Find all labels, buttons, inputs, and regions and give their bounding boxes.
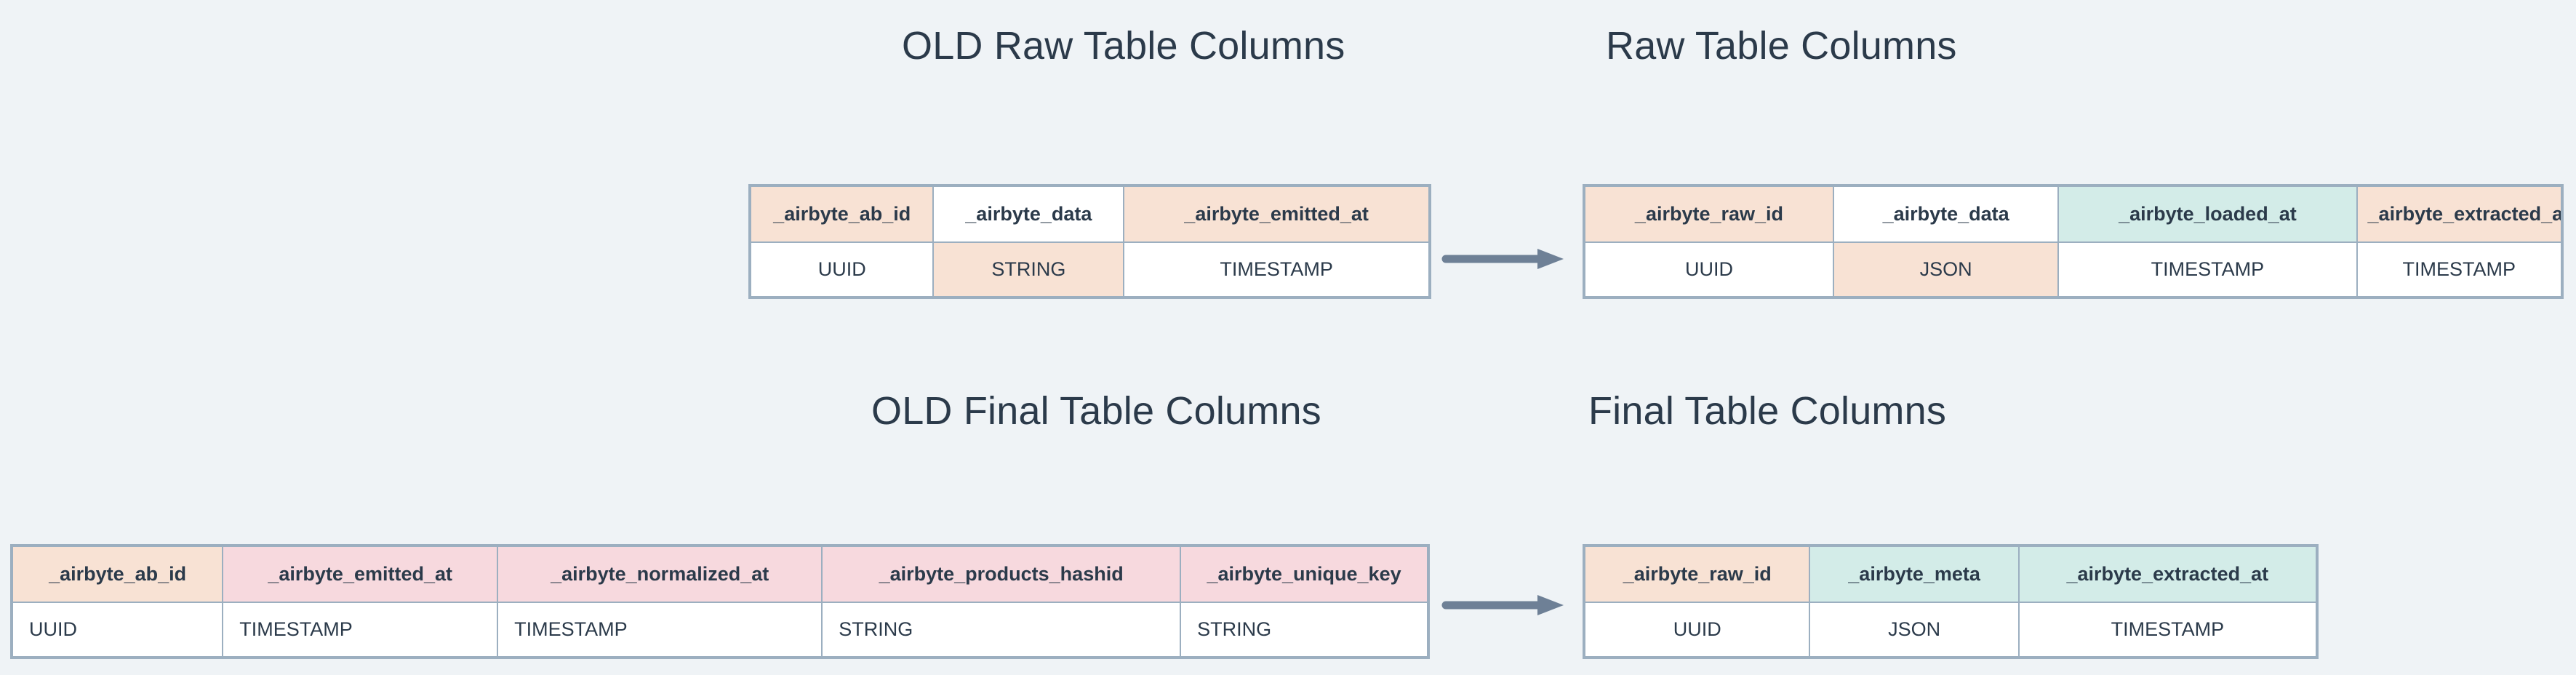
table-header-row: _airbyte_ab_id_airbyte_data_airbyte_emit… xyxy=(748,185,1431,243)
table-raw-columns: _airbyte_raw_id_airbyte_data_airbyte_loa… xyxy=(1583,184,2564,299)
column-type-airbyte-extracted-at: TIMESTAMP xyxy=(2017,602,2319,658)
column-type-airbyte-products-hashid: STRING xyxy=(821,602,1182,658)
column-type-airbyte-extracted-at: TIMESTAMP xyxy=(2356,241,2564,298)
column-header-airbyte-data: _airbyte_data xyxy=(932,185,1125,243)
column-type-airbyte-normalized-at: TIMESTAMP xyxy=(497,602,823,658)
heading-old-raw-table-columns: OLD Raw Table Columns xyxy=(902,24,1345,68)
column-header-airbyte-extracted-at: _airbyte_extracted_at xyxy=(2356,185,2564,243)
column-header-airbyte-meta: _airbyte_meta xyxy=(1809,545,2020,603)
column-header-airbyte-loaded-at: _airbyte_loaded_at xyxy=(2057,185,2358,243)
column-type-airbyte-ab-id: UUID xyxy=(10,602,224,658)
column-header-airbyte-extracted-at: _airbyte_extracted_at xyxy=(2017,545,2319,603)
column-header-airbyte-products-hashid: _airbyte_products_hashid xyxy=(821,545,1182,603)
column-header-airbyte-ab-id: _airbyte_ab_id xyxy=(748,185,935,243)
column-type-airbyte-raw-id: UUID xyxy=(1583,241,1834,298)
column-type-airbyte-loaded-at: TIMESTAMP xyxy=(2057,241,2358,298)
column-type-airbyte-data: JSON xyxy=(1832,241,2060,298)
arrow-right-icon xyxy=(1441,249,1564,269)
heading-raw-table-columns: Raw Table Columns xyxy=(1606,24,1957,68)
table-old-raw-columns: _airbyte_ab_id_airbyte_data_airbyte_emit… xyxy=(748,184,1431,299)
column-header-airbyte-emitted-at: _airbyte_emitted_at xyxy=(1123,185,1431,243)
column-type-airbyte-meta: JSON xyxy=(1809,602,2020,658)
table-old-final-columns: _airbyte_ab_id_airbyte_emitted_at_airbyt… xyxy=(10,544,1430,659)
column-header-airbyte-unique-key: _airbyte_unique_key xyxy=(1180,545,1429,603)
table-final-columns: _airbyte_raw_id_airbyte_meta_airbyte_ext… xyxy=(1583,544,2319,659)
column-type-airbyte-raw-id: UUID xyxy=(1583,602,1811,658)
column-type-airbyte-data: STRING xyxy=(932,241,1125,298)
arrow-right-icon xyxy=(1441,595,1564,615)
column-header-airbyte-normalized-at: _airbyte_normalized_at xyxy=(497,545,823,603)
table-header-row: _airbyte_ab_id_airbyte_emitted_at_airbyt… xyxy=(10,545,1429,603)
heading-old-final-table-columns: OLD Final Table Columns xyxy=(871,389,1321,433)
column-header-airbyte-raw-id: _airbyte_raw_id xyxy=(1583,185,1834,243)
column-header-airbyte-ab-id: _airbyte_ab_id xyxy=(10,545,224,603)
column-header-airbyte-data: _airbyte_data xyxy=(1832,185,2060,243)
table-header-row: _airbyte_raw_id_airbyte_data_airbyte_loa… xyxy=(1583,185,2564,243)
heading-final-table-columns: Final Table Columns xyxy=(1588,389,1947,433)
column-type-airbyte-emitted-at: TIMESTAMP xyxy=(1123,241,1431,298)
column-type-airbyte-emitted-at: TIMESTAMP xyxy=(222,602,499,658)
table-header-row: _airbyte_raw_id_airbyte_meta_airbyte_ext… xyxy=(1583,545,2319,603)
column-header-airbyte-emitted-at: _airbyte_emitted_at xyxy=(222,545,499,603)
column-header-airbyte-raw-id: _airbyte_raw_id xyxy=(1583,545,1811,603)
column-type-airbyte-ab-id: UUID xyxy=(748,241,935,298)
column-type-airbyte-unique-key: STRING xyxy=(1180,602,1429,658)
